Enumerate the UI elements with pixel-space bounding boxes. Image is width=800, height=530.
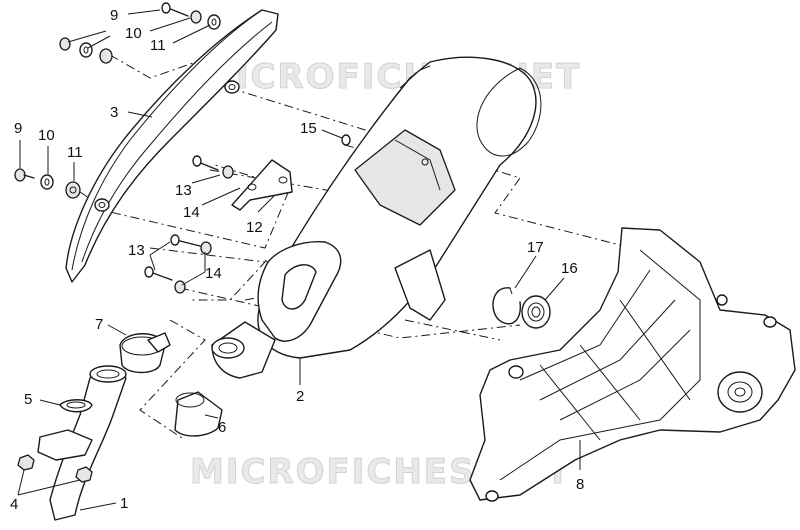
swingarm-bracket-part <box>469 227 796 502</box>
callout-13-upper: 13 <box>175 182 192 199</box>
callout-10-top: 10 <box>125 25 142 42</box>
outlet-pipe-part <box>211 321 276 379</box>
callout-14-upper: 14 <box>183 204 200 221</box>
callout-9-top: 9 <box>110 7 118 24</box>
callout-leaders <box>17 9 581 511</box>
callout-15: 15 <box>300 120 317 137</box>
callout-5: 5 <box>24 391 32 408</box>
nut-parts <box>17 454 93 483</box>
callout-16: 16 <box>561 260 578 277</box>
callout-10-left: 10 <box>38 127 55 144</box>
gasket-part <box>59 399 93 413</box>
heat-shield-part <box>65 9 279 283</box>
silencer-part <box>257 56 542 359</box>
callout-17: 17 <box>527 239 544 256</box>
callout-12: 12 <box>246 219 263 236</box>
callout-9-left: 9 <box>14 120 22 137</box>
manifold-pipe-part <box>37 365 127 521</box>
circlip-part <box>492 287 521 325</box>
callout-14-lower: 14 <box>205 265 222 282</box>
sleeve-part <box>174 391 223 437</box>
callout-labels: 9 10 11 3 9 10 11 15 13 14 12 13 14 7 2 … <box>10 7 584 513</box>
callout-8: 8 <box>576 476 584 493</box>
callout-7: 7 <box>95 316 103 333</box>
bracket-part <box>231 159 293 211</box>
fastener-parts <box>14 2 351 294</box>
callout-13-lower: 13 <box>128 242 145 259</box>
callout-3: 3 <box>110 104 118 121</box>
callout-4: 4 <box>10 496 18 513</box>
callout-11-left: 11 <box>67 144 83 161</box>
bearing-part <box>521 295 551 329</box>
callout-6: 6 <box>218 419 226 436</box>
callout-11-top: 11 <box>150 37 166 54</box>
clamp-part <box>119 332 171 374</box>
callout-1: 1 <box>120 495 128 512</box>
callout-2: 2 <box>296 388 304 405</box>
